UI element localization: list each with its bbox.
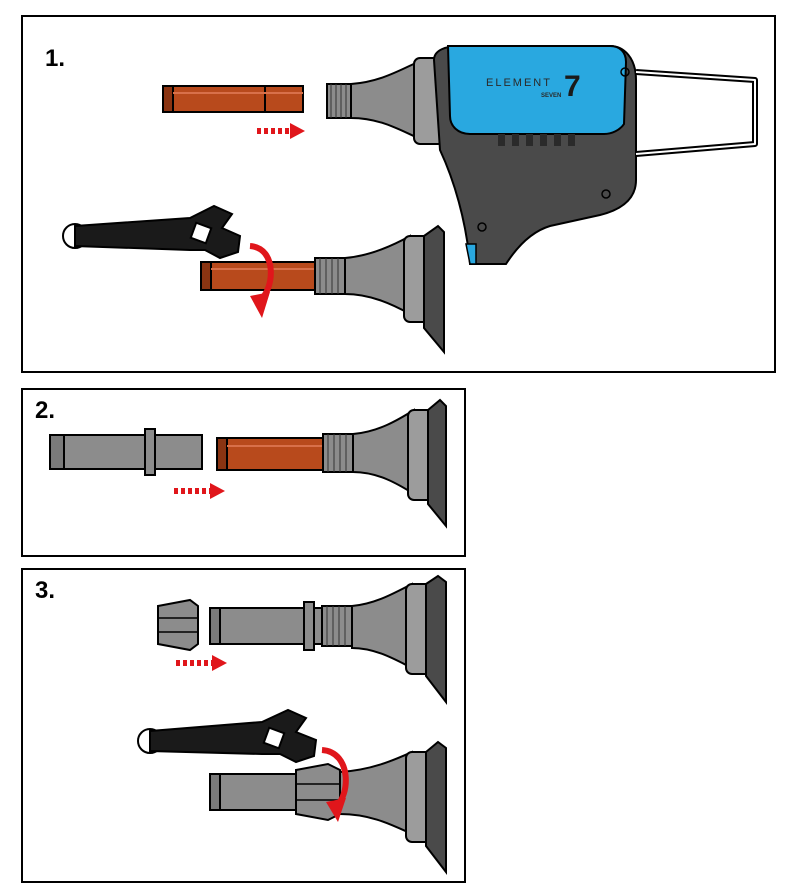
rotate-arrow-icon	[249, 243, 274, 318]
rotate-arrow-icon	[321, 747, 349, 822]
heat-gun-body: ELEMENT SEVEN 7	[413, 45, 758, 265]
screw-icon	[601, 189, 611, 199]
panel-step-3: 3.	[21, 568, 466, 883]
wrench-icon	[62, 204, 242, 260]
panel-step-1: 1.	[21, 15, 776, 373]
copper-sleeve-loose	[162, 85, 304, 113]
adapter-assembled	[209, 574, 447, 705]
direction-arrow-icon	[176, 655, 227, 671]
brand-logo-mark: 7	[564, 70, 581, 103]
screw-icon	[477, 222, 487, 232]
wrench-icon	[137, 708, 318, 764]
vent-slots	[498, 134, 575, 146]
nut-part	[157, 598, 199, 652]
copper-sleeve-installed	[200, 224, 445, 355]
adapter-tightened	[209, 740, 447, 875]
step-1-label: 1.	[45, 45, 65, 72]
direction-arrow-icon	[257, 123, 305, 139]
brand-name: ELEMENT	[486, 77, 552, 89]
direction-arrow-icon	[174, 483, 225, 499]
adapter-tube	[49, 428, 203, 476]
step-2-label: 2.	[35, 397, 55, 424]
step-3-label: 3.	[35, 577, 55, 604]
copper-sleeve-installed	[216, 398, 447, 529]
screw-icon	[620, 67, 630, 77]
panel-step-2: 2.	[21, 388, 466, 557]
brand-sub: SEVEN	[541, 93, 561, 99]
